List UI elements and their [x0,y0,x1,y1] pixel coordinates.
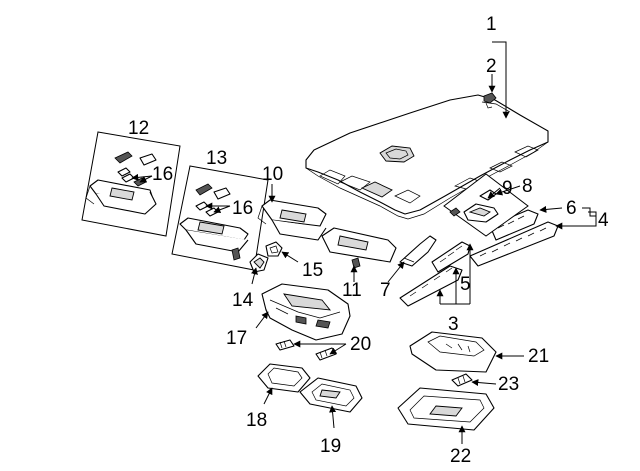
grab-handle-part-4 [469,221,559,267]
visor-pad-part [321,227,397,269]
callout-18: 18 [246,410,267,431]
callout-10: 10 [262,164,283,185]
visor-bracket-part [265,241,283,257]
callout-1: 1 [486,14,497,35]
grab-handle-part-6 [489,209,539,241]
leader-lines [131,41,597,444]
callout-13: 13 [206,148,227,169]
callout-16b: 16 [232,198,253,219]
lamp-lens-part-18 [257,363,311,393]
callout-9: 9 [502,178,513,199]
callout-2: 2 [486,56,497,77]
callout-19: 19 [320,436,341,457]
callout-12: 12 [128,118,149,139]
callout-6: 6 [566,198,577,219]
dome-lamp-housing-part [409,331,497,373]
callout-15: 15 [302,260,323,281]
sun-visor-holder-part [257,199,327,241]
callout-23: 23 [498,374,519,395]
headliner-part [305,94,549,220]
overhead-console-part [261,283,351,341]
lamp-bulb-part [275,339,337,361]
callout-16a: 16 [152,164,173,185]
clip-part [483,92,497,109]
callout-11: 11 [342,280,362,301]
callout-17: 17 [226,328,247,349]
callout-21: 21 [528,346,549,367]
callout-20: 20 [350,334,371,355]
dome-lamp-lens-part [397,387,495,431]
grab-handle-part-5b [399,265,463,307]
callout-labels: 1 2 3 4 5 6 7 8 9 10 11 12 13 14 15 16 1… [128,14,609,467]
dome-lamp-bulb-part [451,373,473,387]
callout-14: 14 [232,290,254,311]
callout-22: 22 [450,446,471,467]
grab-handle-bracket-part [399,235,437,267]
handle-cover-box [443,173,529,237]
callout-8: 8 [522,176,533,197]
callout-4: 4 [598,210,609,231]
callout-7: 7 [380,280,391,301]
lamp-lens-part-19 [299,377,363,413]
sun-visor-right-box [171,165,269,271]
callout-3: 3 [448,314,459,335]
callout-5: 5 [460,274,471,295]
